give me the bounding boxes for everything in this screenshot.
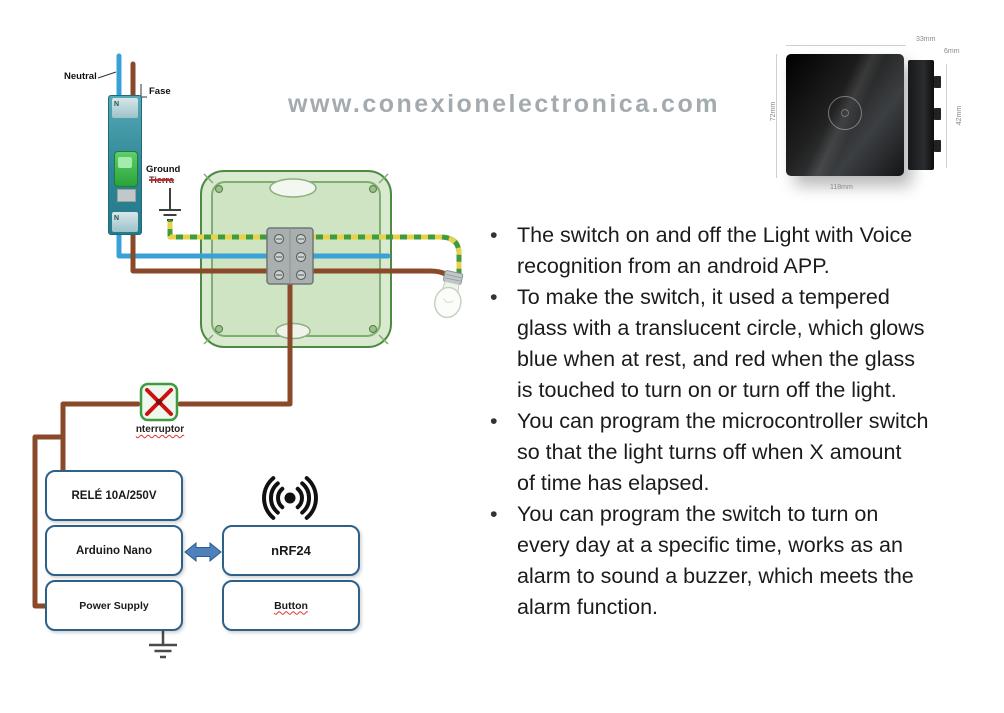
bullet-line: of time has elapsed. <box>517 471 710 495</box>
bullet-line: alarm function. <box>517 595 659 619</box>
dimension-line-top <box>786 45 906 46</box>
bullet-line: The switch on and off the Light with Voi… <box>517 223 913 247</box>
bullet-item: To make the switch, it used a tempered g… <box>484 282 996 406</box>
bullet-line: To make the switch, it used a tempered <box>517 285 890 309</box>
mounting-clamp <box>934 76 941 88</box>
fase-label: Fase <box>149 86 171 97</box>
button-module: Button <box>222 580 360 631</box>
arduino-nano-module: Arduino Nano <box>45 525 183 576</box>
breaker-rocker-highlight <box>118 157 132 168</box>
ground-symbol-bottom <box>149 631 177 659</box>
ground-symbol-top <box>159 188 181 221</box>
switch-front-panel <box>786 54 904 176</box>
nrf24-module: nRF24 <box>222 525 360 576</box>
relay-module-label: RELÉ 10A/250V <box>71 489 157 502</box>
dim-label-top: 33mm <box>916 36 936 43</box>
bullet-item: You can program the microcontroller swit… <box>484 406 996 499</box>
bullet-line: is touched to turn on or turn off the li… <box>517 378 897 402</box>
bullet-line: recognition from an android APP. <box>517 254 830 278</box>
bullet-line: blue when at rest, and red when the glas… <box>517 347 916 371</box>
junction-box <box>200 170 392 348</box>
description-text-block: The switch on and off the Light with Voi… <box>484 220 996 623</box>
nrf24-label: nRF24 <box>271 543 311 558</box>
bullet-line: You can program the microcontroller swit… <box>517 409 929 433</box>
dimension-line-right <box>946 64 947 168</box>
bullet-line: alarm to sound a buzzer, which meets the <box>517 564 914 588</box>
spi-link-arrow-icon <box>184 541 222 563</box>
interruptor-symbol <box>139 382 179 422</box>
switch-side-view <box>908 60 934 170</box>
mounting-clamp <box>934 140 941 152</box>
label-leader-lines <box>97 71 147 98</box>
touch-switch-photo: 33mm 6mm 72mm 42mm 118mm <box>768 36 978 200</box>
circuit-breaker: N N <box>108 95 142 235</box>
bullet-item: The switch on and off the Light with Voi… <box>484 220 996 282</box>
relay-module: RELÉ 10A/250V <box>45 470 183 521</box>
touch-circle-icon <box>828 96 862 130</box>
interruptor-label: nterruptor <box>124 424 196 435</box>
light-bulb <box>433 270 464 319</box>
arduino-nano-label: Arduino Nano <box>75 544 153 557</box>
tierra-crossed-out-label: Tierra <box>149 175 174 185</box>
bullet-line: You can program the switch to turn on <box>517 502 879 526</box>
dim-label-depth: 6mm <box>944 48 960 55</box>
dim-label-left: 72mm <box>770 101 778 122</box>
dimension-line-left <box>776 54 777 178</box>
junction-box-inner <box>211 181 381 337</box>
dim-label-bottom: 118mm <box>830 184 853 191</box>
breaker-pole-mark-top: N <box>114 101 120 108</box>
bullet-line: glass with a translucent circle, which g… <box>517 316 925 340</box>
mounting-clamp <box>934 108 941 120</box>
bullet-line: every day at a specific time, works as a… <box>517 533 903 557</box>
neutral-label: Neutral <box>64 71 97 82</box>
breaker-pole-mark-bottom: N <box>114 215 120 222</box>
bullet-item: You can program the switch to turn on ev… <box>484 499 996 623</box>
radio-signal-icon <box>262 476 318 520</box>
breaker-rocker-switch <box>114 151 138 187</box>
breaker-test-button <box>117 189 136 202</box>
ground-label: Ground <box>146 164 181 175</box>
power-supply-label: Power Supply <box>79 599 149 612</box>
dim-label-right: 42mm <box>956 105 964 126</box>
bullet-list: The switch on and off the Light with Voi… <box>484 220 996 623</box>
switch-to-relay-wire <box>60 401 141 479</box>
bullet-line: so that the light turns off when X amoun… <box>517 440 902 464</box>
interruptor-label-text: nterruptor <box>135 424 185 435</box>
power-supply-module: Power Supply <box>45 580 183 631</box>
button-label: Button <box>274 599 308 612</box>
watermark-text: www.conexionelectronica.com <box>288 90 720 118</box>
